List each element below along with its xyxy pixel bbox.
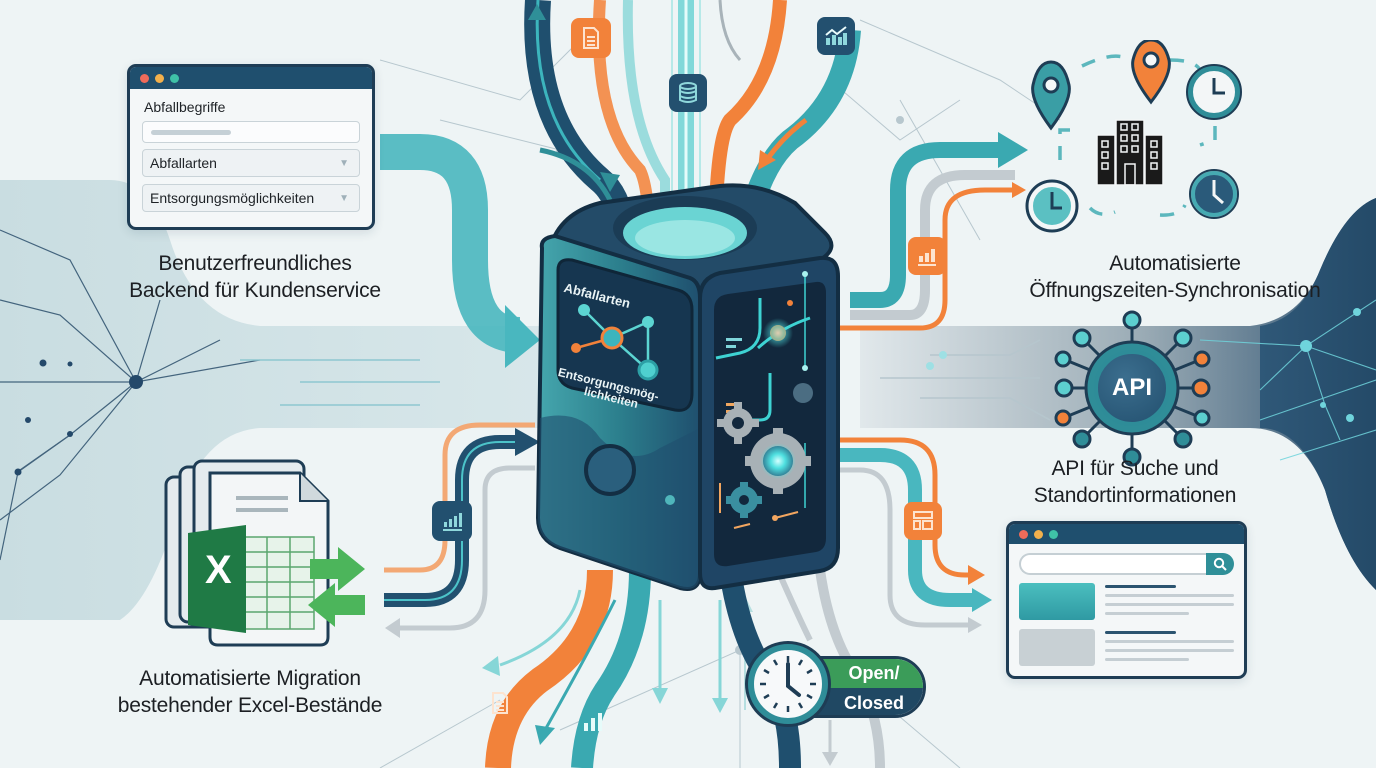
search-icon	[1213, 557, 1227, 571]
caption-api-search: API für Suche und Standortinformationen	[1033, 457, 1237, 507]
bar-chart-icon	[432, 501, 472, 541]
excel-letter: X	[205, 548, 232, 592]
maximize-dot-icon[interactable]	[1049, 529, 1058, 539]
search-input[interactable]	[1019, 553, 1206, 575]
form-title: Abfallbegriffe	[144, 99, 226, 115]
disposal-options-select[interactable]: Entsorgungsmöglichkeiten ▼	[142, 184, 360, 212]
opening-hours-sync-icon	[1025, 40, 1242, 233]
window-titlebar	[1009, 524, 1244, 544]
minimize-dot-icon[interactable]	[1034, 529, 1043, 539]
clock-icon	[748, 644, 828, 724]
minimize-dot-icon[interactable]	[155, 73, 164, 83]
bar-chart-icon	[580, 708, 606, 734]
search-result-item[interactable]	[1019, 629, 1234, 667]
central-processing-cube	[535, 183, 840, 591]
bar-chart-icon	[908, 237, 946, 275]
api-hub: API	[1094, 350, 1170, 426]
select-value: Entsorgungsmöglichkeiten	[150, 190, 315, 206]
window-titlebar	[130, 67, 372, 89]
chevron-down-icon: ▼	[339, 157, 349, 169]
search-result-item[interactable]	[1019, 583, 1234, 621]
result-thumbnail	[1019, 629, 1095, 666]
waste-types-select[interactable]: Abfallarten ▼	[142, 149, 360, 177]
caption-excel-migration: Automatisierte Migration bestehender Exc…	[117, 667, 383, 717]
close-dot-icon[interactable]	[140, 73, 149, 83]
excel-files-icon	[164, 459, 365, 647]
chevron-down-icon: ▼	[339, 192, 349, 204]
search-results-window	[1006, 521, 1247, 679]
close-dot-icon[interactable]	[1019, 529, 1028, 539]
trend-chart-icon	[817, 17, 855, 55]
caption-opening-hours-sync: Automatisierte Öffnungszeiten-Synchronis…	[1029, 252, 1321, 302]
caption-backend: Benutzerfreundliches Backend für Kundens…	[129, 252, 381, 302]
layout-icon	[904, 502, 942, 540]
select-value: Abfallarten	[150, 155, 217, 171]
search-button[interactable]	[1206, 553, 1234, 575]
result-thumbnail	[1019, 583, 1095, 620]
waste-term-search-input[interactable]	[142, 121, 360, 143]
maximize-dot-icon[interactable]	[170, 73, 179, 83]
backend-form-window: Abfallbegriffe Abfallarten ▼ Entsorgungs…	[127, 64, 375, 230]
database-icon	[669, 74, 707, 112]
document-icon	[488, 688, 512, 718]
document-icon	[571, 18, 611, 58]
